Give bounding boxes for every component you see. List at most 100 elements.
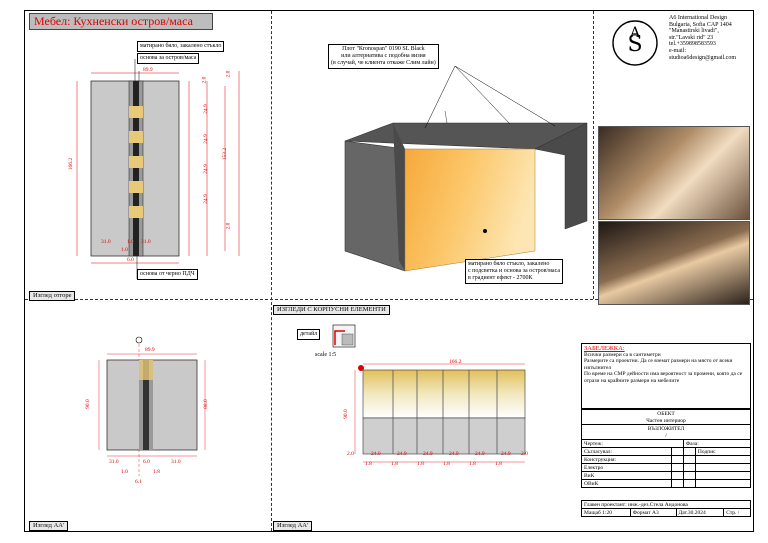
dim-elev1-b4: 1.0	[121, 469, 128, 475]
elevation-view-2	[354, 363, 526, 463]
tb-client: ВЪЗЛОЖИТЕЛ	[581, 424, 751, 432]
label-countertop-1: Плот "Кronospan" 0190 SL Black	[342, 46, 425, 52]
dim-elev2-b3: 24.9	[423, 451, 433, 457]
tb-electro: Електро	[581, 463, 672, 472]
dim-elev1-b5: 1.8	[153, 469, 160, 475]
company-tel: tel.+359898583593	[669, 41, 716, 48]
reference-photo-1	[598, 126, 750, 220]
label-island-base-top: основа за остров/маса	[137, 53, 200, 64]
dim-bottom-3: 6.0	[127, 257, 134, 263]
dim-left-height: 166.2	[68, 157, 75, 171]
company-info: A6 International Design Bulgaria, Sofia …	[669, 15, 736, 61]
tb-drawing: Чертеж:	[581, 439, 684, 448]
note-2: Размерите са проектни. Да се вземат разм…	[584, 358, 733, 371]
label-glass-1: матирано бяло стъкло, закалено	[468, 261, 550, 267]
dim-elev2-b4: 24.9	[449, 451, 459, 457]
tb-page: Стр. /	[723, 508, 751, 517]
label-detail: детайл	[297, 329, 321, 340]
dim-elev2-c1: 1.8	[365, 461, 372, 467]
company-name: A6 International Design	[669, 15, 727, 21]
dim-elev2-c5: 1.8	[469, 461, 476, 467]
dim-elev1-left: 90.0	[84, 399, 91, 409]
dim-elev2-b0: 2.0	[347, 451, 354, 457]
dim-elev1-b6: 6.1	[135, 479, 142, 485]
dim-right-2: 24.9	[202, 104, 209, 114]
tb-sign: Подпис	[694, 447, 752, 456]
label-countertop-2: или алтернатива с подобна визия	[341, 53, 426, 59]
dim-bottom-right: 31.0	[141, 239, 151, 245]
view-label-aa-1: Изглед АА'	[29, 521, 69, 531]
dim-right-3: 24.9	[202, 134, 209, 144]
view-label-top: Изглед отгоре	[29, 291, 76, 301]
dim-elev1-right: 88.0	[202, 399, 209, 409]
svg-text:A: A	[629, 25, 641, 41]
view-label-section-group: ИЗГЛЕДИ С КОРПУСНИ ЕЛЕМЕНТИ	[273, 305, 390, 315]
dim-right-4: 24.9	[202, 164, 209, 174]
top-view-drawing	[76, 59, 240, 279]
note-3: По време на СМР дейности има вероятност …	[584, 371, 743, 384]
dim-bottom-1: 1.0	[127, 239, 134, 245]
label-glass-3: в градиент ефект - 2700К	[468, 275, 533, 281]
dim-elev1-b1: 31.0	[109, 459, 119, 465]
tb-date: Дат.30.2024	[675, 508, 725, 517]
dim-elev1-b3: 31.0	[171, 459, 181, 465]
dim-bottom-left: 31.0	[101, 239, 111, 245]
vertical-divider-1	[271, 11, 272, 531]
detail-callout	[332, 324, 356, 348]
drawing-title: Мебел: Кухненски остров/маса	[29, 13, 213, 30]
tb-client-value: /	[581, 432, 751, 440]
countertop-leaders	[424, 66, 556, 129]
company-email-label: e-mail:	[669, 47, 686, 54]
dim-elev2-b6: 24.9	[501, 451, 511, 457]
svg-text:S: S	[627, 32, 642, 57]
vertical-divider-2	[593, 11, 594, 299]
dim-elev2-b1: 24.0	[371, 451, 381, 457]
title-block: ОБЕКТ Частен интериор ВЪЗЛОЖИТЕЛ / Черте…	[581, 409, 752, 517]
dim-right-1: 2.0	[201, 76, 208, 84]
tb-object-value: Частен интериор	[581, 417, 751, 425]
dim-elev1-width: 89.9	[145, 347, 155, 353]
label-glass: матирано бяло стъкло, закалено с подсвет…	[465, 259, 563, 284]
company-email: studioa6design@gmail.com	[669, 54, 737, 61]
tb-vik: ВиК	[581, 471, 672, 480]
company-addr-1: Bulgaria, Sofia CAP 1404	[669, 21, 732, 28]
dim-elev2-b2: 24.9	[397, 451, 407, 457]
dim-bottom-2: 1.0	[121, 247, 128, 253]
dim-elev1-b2: 6.0	[143, 459, 150, 465]
note-1: Всички размери са в сантиметри	[584, 352, 661, 358]
tb-phase: Фаза:	[682, 439, 752, 448]
dim-elev2-c6: 1.8	[495, 461, 502, 467]
dim-elev2-c2: 1.8	[391, 461, 398, 467]
view-label-aa-2: Изглед АА'	[273, 521, 313, 531]
tb-drawn: Съгласувал:	[581, 447, 672, 456]
drawing-sheet: Мебел: Кухненски остров/маса матирано бя…	[24, 10, 754, 532]
dim-right-5: 24.9	[202, 194, 209, 204]
dim-elev2-c3: 1.8	[417, 461, 424, 467]
label-black-base: основа от черно ПДЧ	[137, 269, 198, 280]
tb-object: ОБЕКТ	[581, 409, 751, 417]
dim-elev2-c4: 1.8	[443, 461, 450, 467]
dim-elev2-b7: 2.0	[521, 451, 528, 457]
label-matte-glass-top: матирано бяло, закалено стъкло	[137, 41, 225, 52]
isometric-render	[344, 110, 588, 272]
dim-top-width: 89.9	[143, 67, 153, 73]
dim-right-total: 153.2	[222, 147, 229, 161]
tb-construction: Конструкция:	[581, 455, 672, 464]
label-glass-2: с подсветка и основа за остров/маса	[468, 268, 560, 274]
reference-photo-2	[598, 221, 750, 305]
notes-heading: ЗАБЕЛЕЖКА:	[584, 345, 625, 352]
notes-box: ЗАБЕЛЕЖКА: Всички размери са в сантиметр…	[581, 343, 751, 409]
dim-elev2-height: 90.0	[342, 409, 349, 419]
dim-elev2-b5: 24.9	[475, 451, 485, 457]
tb-scale: Мащаб 1:20	[581, 508, 631, 517]
label-scale: scale 1:5	[315, 352, 337, 358]
company-addr-3: str."Lavski rid" 23	[669, 34, 714, 41]
label-countertop-3: (в случай, че клиента откаже Слим лайн)	[331, 60, 436, 66]
tb-format: Формат А3	[629, 508, 677, 517]
company-addr-2: "Manastirski livadi",	[669, 28, 719, 35]
horizontal-divider	[25, 299, 753, 300]
company-logo: S A	[612, 20, 658, 66]
dim-right-bottom: 2.0	[225, 222, 232, 230]
label-countertop: Плот "Кronospan" 0190 SL Black или алтер…	[328, 44, 439, 69]
tb-ovik: ОВиК	[581, 479, 672, 488]
